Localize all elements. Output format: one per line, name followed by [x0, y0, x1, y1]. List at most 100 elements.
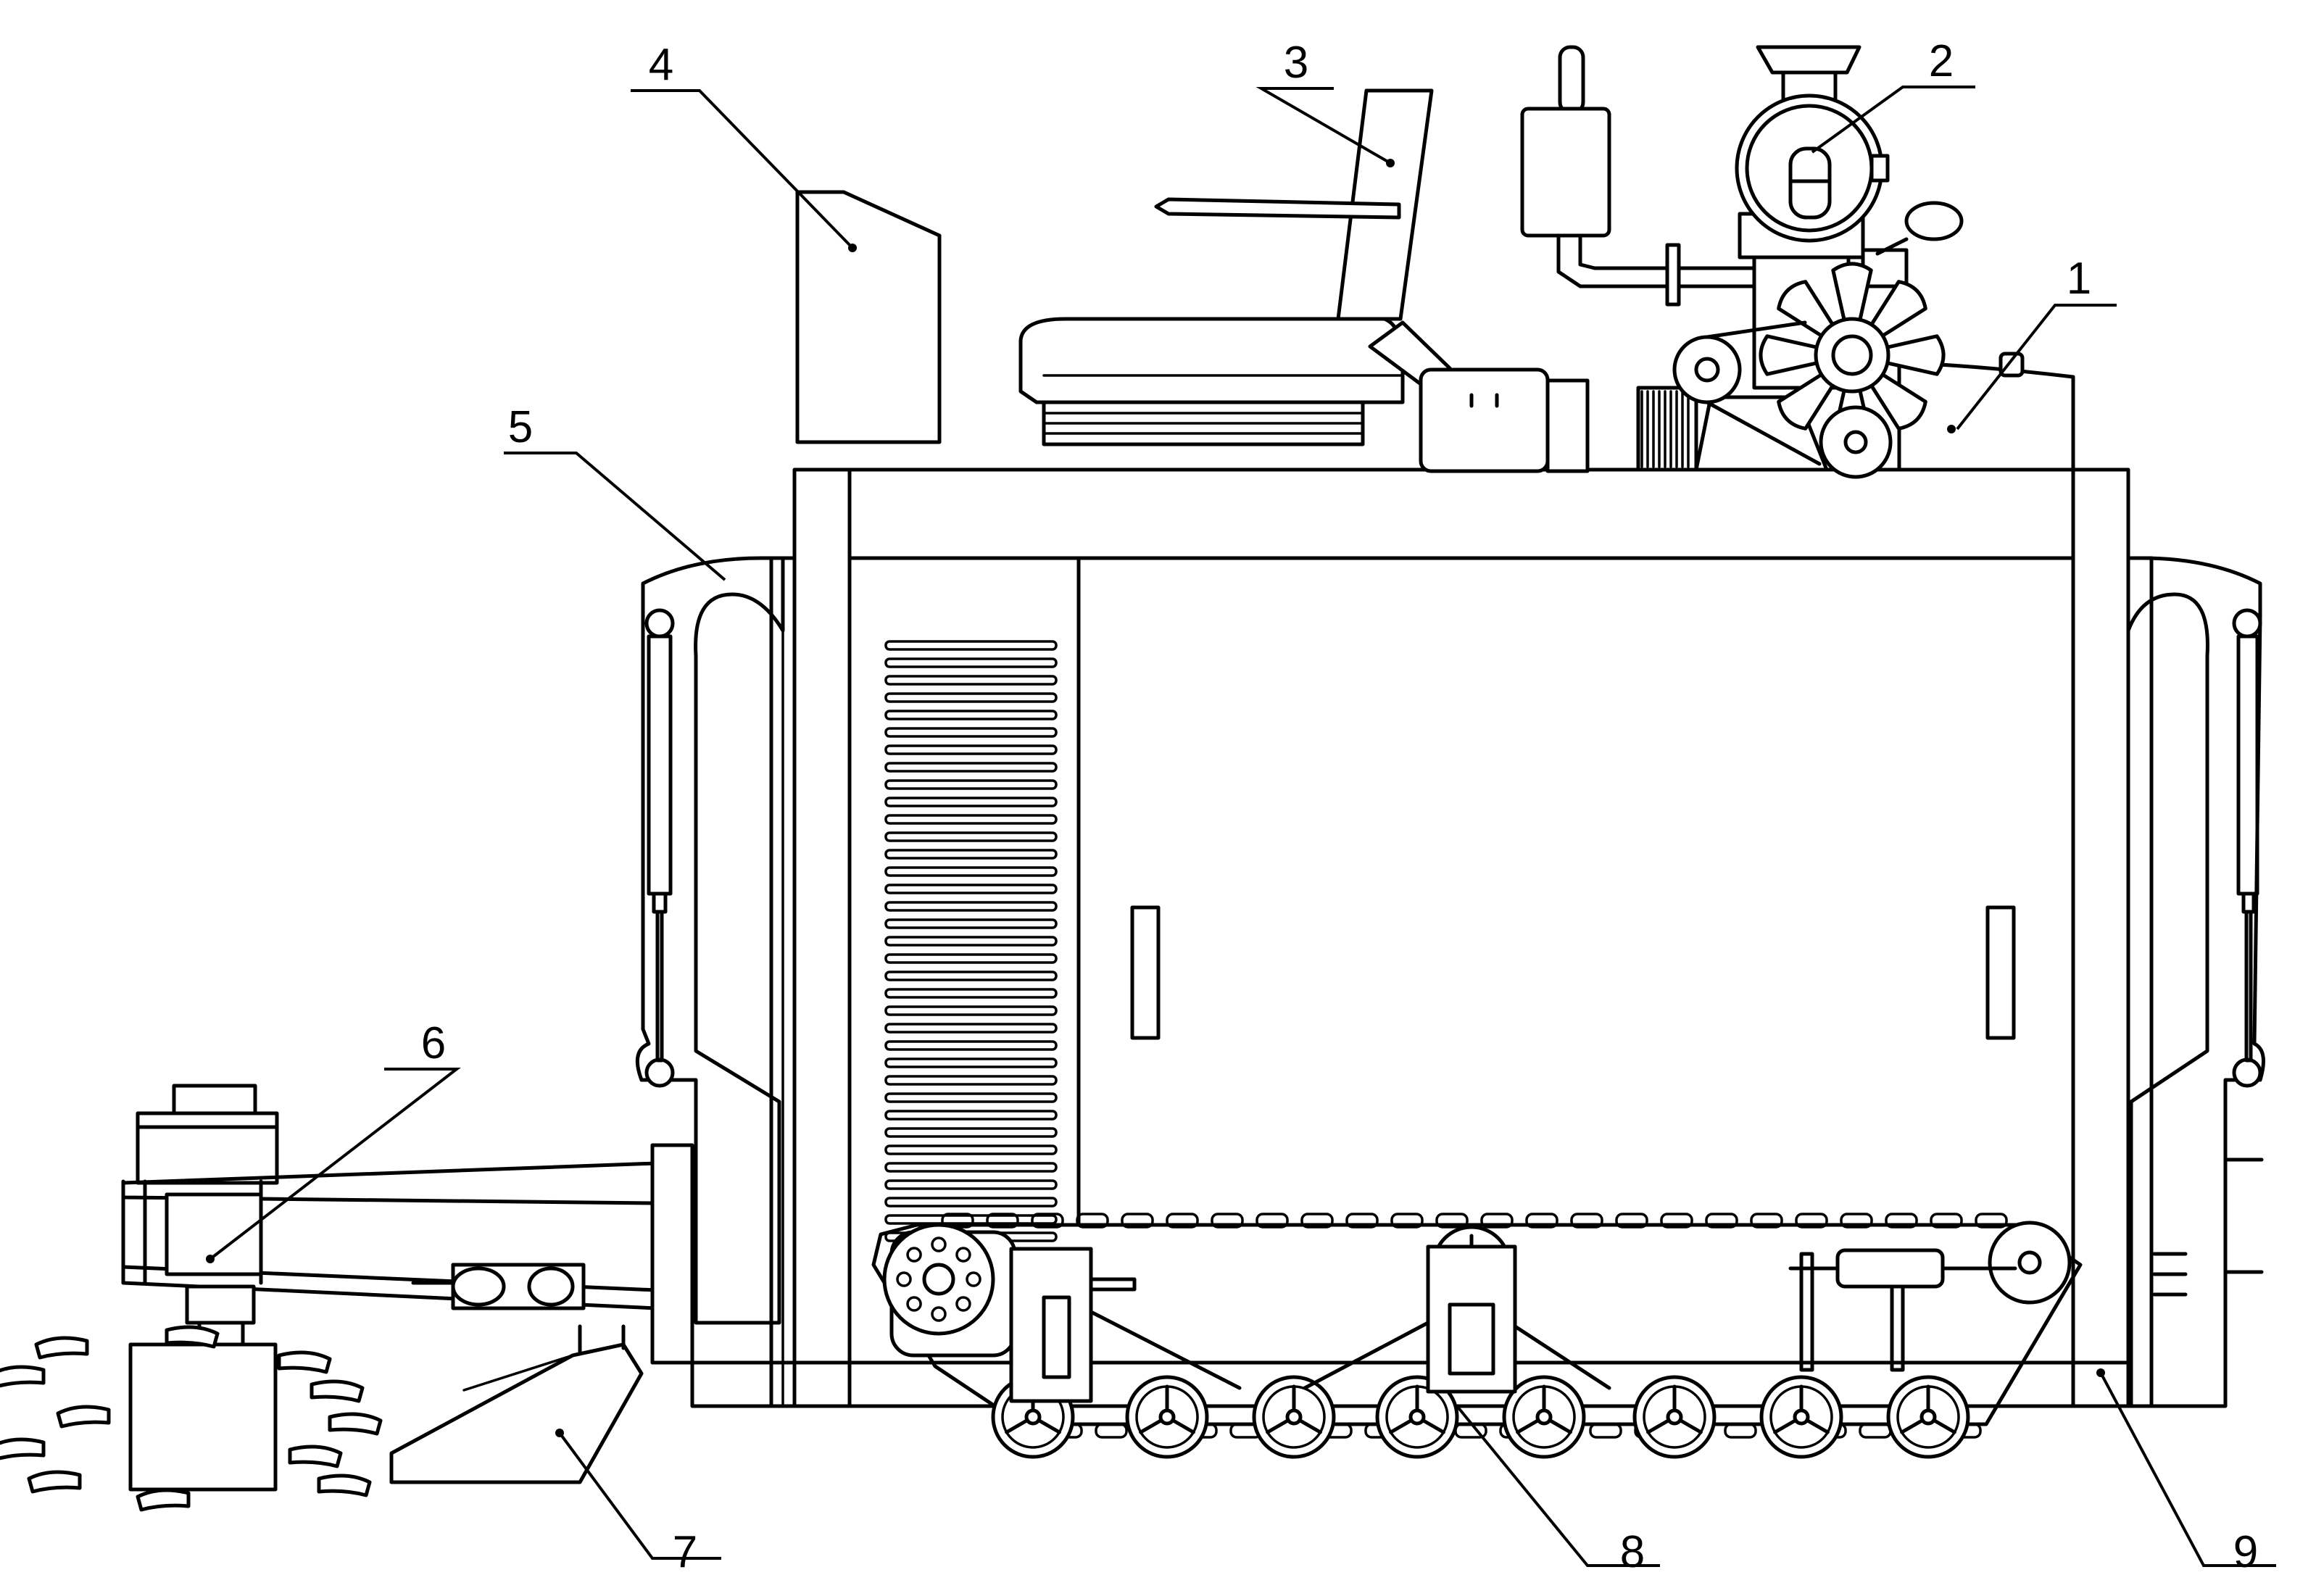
vent-slot — [884, 762, 1058, 773]
callout-7: 7 — [673, 1527, 697, 1577]
track-shoe — [1031, 1213, 1064, 1229]
tiller-tine — [34, 1336, 89, 1360]
track-shoe — [1480, 1213, 1514, 1229]
left-lift-arm — [635, 556, 797, 1408]
track-shoe — [1300, 1213, 1334, 1229]
track-shoe — [1095, 1423, 1128, 1439]
track-shoe — [1255, 1213, 1289, 1229]
callout-1: 1 — [2067, 254, 2091, 304]
sprocket-hole — [906, 1247, 922, 1263]
fan-blade — [1777, 280, 1839, 342]
engine-box — [1368, 320, 1698, 473]
track-shoe — [1660, 1213, 1693, 1229]
wheel-hub — [1158, 1408, 1176, 1426]
tiller-tine — [288, 1445, 343, 1468]
track-shoe — [1724, 1423, 1757, 1439]
vent-slot — [884, 901, 1058, 912]
track-shoe — [1390, 1213, 1424, 1229]
tiller-tine — [0, 1365, 46, 1388]
track-shoe — [1589, 1423, 1622, 1439]
track-shoe — [986, 1213, 1019, 1229]
fan-blade — [1777, 368, 1839, 431]
track-shoe — [1615, 1213, 1648, 1229]
tiller-tine — [56, 1405, 111, 1429]
vent-slot — [884, 849, 1058, 860]
door-handles — [1130, 905, 2016, 1040]
vent-slot — [884, 1197, 1058, 1208]
track-shoe — [1930, 1213, 1963, 1229]
vent-slot — [884, 1075, 1058, 1086]
air-filter — [1735, 45, 1890, 243]
wheel-hub — [1666, 1408, 1683, 1426]
vent-slot — [884, 884, 1058, 894]
vent-slot — [884, 797, 1058, 807]
fan-blade — [1878, 334, 1946, 376]
vent-slot — [884, 1092, 1058, 1103]
vent-slot — [884, 1110, 1058, 1121]
callout-6: 6 — [421, 1018, 446, 1068]
crawler-track — [871, 1213, 2083, 1459]
track-shoe — [1885, 1213, 1918, 1229]
wheel-hub — [1285, 1408, 1303, 1426]
tiller-tine — [165, 1325, 220, 1349]
vent-slot — [884, 710, 1058, 720]
wheel-hub — [1024, 1408, 1042, 1426]
vent-slot — [884, 1057, 1058, 1068]
leader-lines — [209, 86, 2276, 1567]
vent-slot — [884, 831, 1058, 842]
wheel-hub — [1535, 1408, 1553, 1426]
vent-slot — [884, 675, 1058, 686]
engine-cooling-fan — [1759, 262, 1946, 449]
vent-slot — [884, 1144, 1058, 1155]
operator-seat — [1018, 88, 1434, 446]
exhaust-muffler — [1520, 45, 1756, 307]
vent-slot — [884, 971, 1058, 981]
track-shoe — [1705, 1213, 1738, 1229]
engine — [1672, 201, 2075, 479]
track-shoe — [1525, 1213, 1558, 1229]
fan-blade — [1865, 280, 1927, 342]
track-shoe — [1345, 1213, 1379, 1229]
wheel-hub — [1793, 1408, 1810, 1426]
vent-slot — [884, 727, 1058, 738]
vent-slot — [884, 1179, 1058, 1190]
right-lift-arm — [2126, 556, 2265, 1408]
vent-slot — [884, 866, 1058, 877]
track-shoe — [1975, 1213, 2008, 1229]
track-shoe — [1859, 1423, 1892, 1439]
track-shoe — [1076, 1213, 1109, 1229]
sprocket-hole — [955, 1296, 971, 1312]
vent-slot — [884, 918, 1058, 929]
fan-blade — [1831, 262, 1873, 329]
vent-slot — [884, 1005, 1058, 1016]
tiller-tine — [328, 1412, 383, 1436]
callout-9: 9 — [2233, 1527, 2258, 1577]
vent-slot — [884, 1040, 1058, 1051]
vent-slot — [884, 1023, 1058, 1034]
sprocket-hole — [896, 1271, 912, 1287]
rotary-hoe-assembly — [121, 1084, 698, 1365]
tiller-drum — [0, 1325, 383, 1512]
vent-slot — [884, 692, 1058, 703]
control-panel — [795, 190, 942, 444]
vent-slot — [884, 988, 1058, 999]
fan-blade — [1759, 334, 1826, 376]
track-shoe — [1795, 1213, 1828, 1229]
tiller-tine — [277, 1350, 332, 1374]
wheel-hub — [1408, 1408, 1426, 1426]
track-shoe — [1750, 1213, 1783, 1229]
track-shoe — [1211, 1213, 1244, 1229]
track-shoe — [1570, 1213, 1603, 1229]
vent-slot — [884, 936, 1058, 947]
wheel-hub — [1919, 1408, 1937, 1426]
tiller-tine — [0, 1437, 46, 1460]
callout-3: 3 — [1284, 38, 1308, 88]
track-shoe — [1121, 1213, 1154, 1229]
vent-slot — [884, 1127, 1058, 1138]
sprocket-hole — [955, 1247, 971, 1263]
track-shoe — [1166, 1213, 1199, 1229]
tiller-tine — [136, 1488, 191, 1512]
callout-labels: 1 2 3 4 5 6 7 8 9 — [421, 36, 2258, 1577]
sprocket-hole — [931, 1237, 947, 1252]
